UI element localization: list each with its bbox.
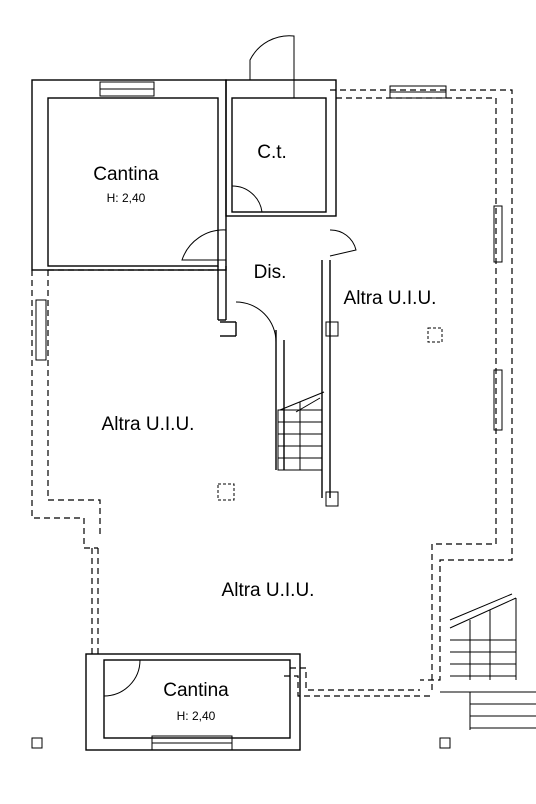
corner-marker-left [31,737,43,749]
right-unit-boundary [325,85,513,690]
stairs-center [277,391,325,471]
room-label-altra-left: Altra U.I.U. [102,414,195,435]
room-label-cantina-bottom: Cantina [163,680,229,701]
room-label-altra-right: Altra U.I.U. [344,288,437,309]
room-label-ct: C.t. [257,142,287,163]
room-height-cantina-bottom: H: 2,40 [177,709,216,723]
left-unit-boundary [31,269,235,549]
bottom-unit-boundary [91,548,432,697]
room-label-dis: Dis. [254,262,287,283]
ct-room-walls [225,35,337,217]
room-label-cantina-top: Cantina [93,164,159,185]
stairs-bottom-right [440,593,536,730]
dis-corridor-walls [181,185,357,498]
cantina-bottom-walls [85,653,301,751]
corner-marker-right [439,737,451,749]
room-height-cantina-top: H: 2,40 [107,191,146,205]
room-label-altra-bottom: Altra U.I.U. [222,580,315,601]
